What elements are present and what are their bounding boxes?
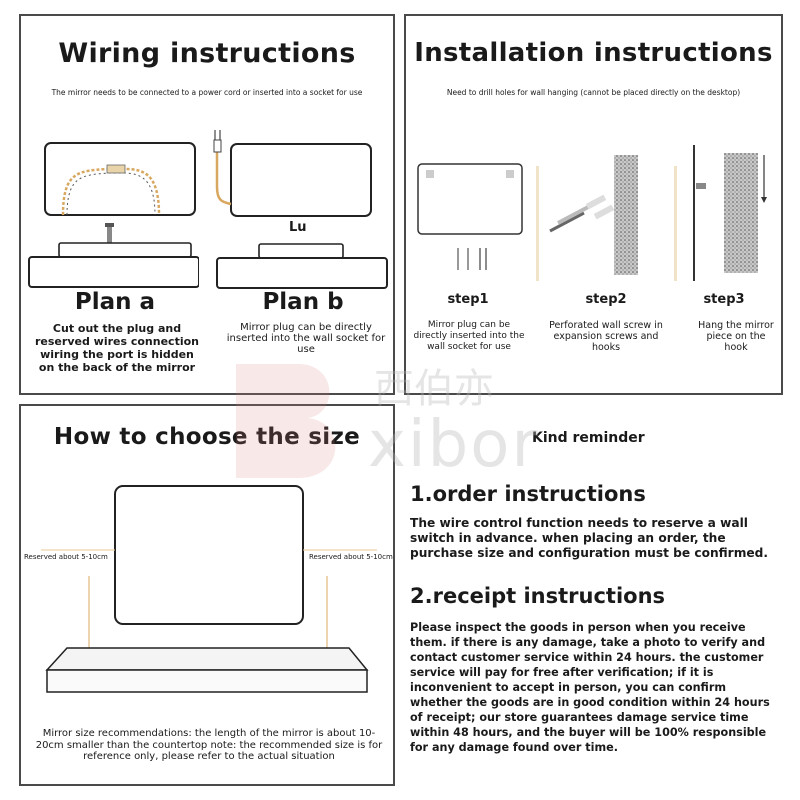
- kind-reminder-heading: Kind reminder: [532, 430, 645, 446]
- installation-subtitle: Need to drill holes for wall hanging (ca…: [446, 88, 741, 97]
- step1-label: step1: [447, 292, 489, 307]
- installation-panel: Installation instructions Need to drill …: [404, 14, 783, 395]
- size-note: Mirror size recommendations: the length …: [35, 728, 383, 762]
- plan-a-label: Plan a: [74, 289, 156, 315]
- reserved-left-label: Reserved about 5-10cm: [24, 553, 108, 561]
- step3-label: step3: [703, 292, 745, 307]
- size-panel: How to choose the size Reserved about 5-…: [19, 404, 395, 786]
- installation-title: Installation instructions: [414, 38, 773, 68]
- divider-step2: [674, 166, 677, 281]
- receipt-instructions-text: Please inspect the goods in person when …: [410, 621, 770, 754]
- step3-description: Hang the mirror piece on the hook: [698, 320, 774, 353]
- divider-step1: [536, 166, 539, 281]
- plan-a-diagram: [28, 142, 199, 288]
- step2-label: step2: [585, 292, 627, 307]
- plan-b-plug-label: Lu: [289, 220, 307, 235]
- reserved-right-label: Reserved about 5-10cm: [309, 553, 393, 561]
- plan-b-diagram: [213, 130, 388, 289]
- plan-b-label: Plan b: [262, 289, 344, 315]
- wiring-panel: Wiring instructions The mirror needs to …: [19, 14, 395, 395]
- wiring-subtitle: The mirror needs to be connected to a po…: [51, 88, 363, 97]
- step1-description: Mirror plug can be directly inserted int…: [413, 320, 525, 352]
- wiring-title: Wiring instructions: [58, 38, 356, 69]
- step3-diagram: [693, 145, 767, 281]
- order-instructions-title: 1.order instructions: [410, 482, 646, 506]
- receipt-instructions-title: 2.receipt instructions: [410, 584, 666, 608]
- step2-diagram: [549, 155, 638, 275]
- plan-b-description: Mirror plug can be directly inserted int…: [226, 322, 386, 355]
- size-diagram: [41, 485, 377, 693]
- order-instructions-text: The wire control function needs to reser…: [410, 516, 769, 560]
- plan-a-description: Cut out the plug and reserved wires conn…: [35, 322, 199, 374]
- step1-diagram: [417, 163, 523, 270]
- step2-description: Perforated wall screw in expansion screw…: [549, 320, 663, 353]
- size-title: How to choose the size: [53, 424, 361, 450]
